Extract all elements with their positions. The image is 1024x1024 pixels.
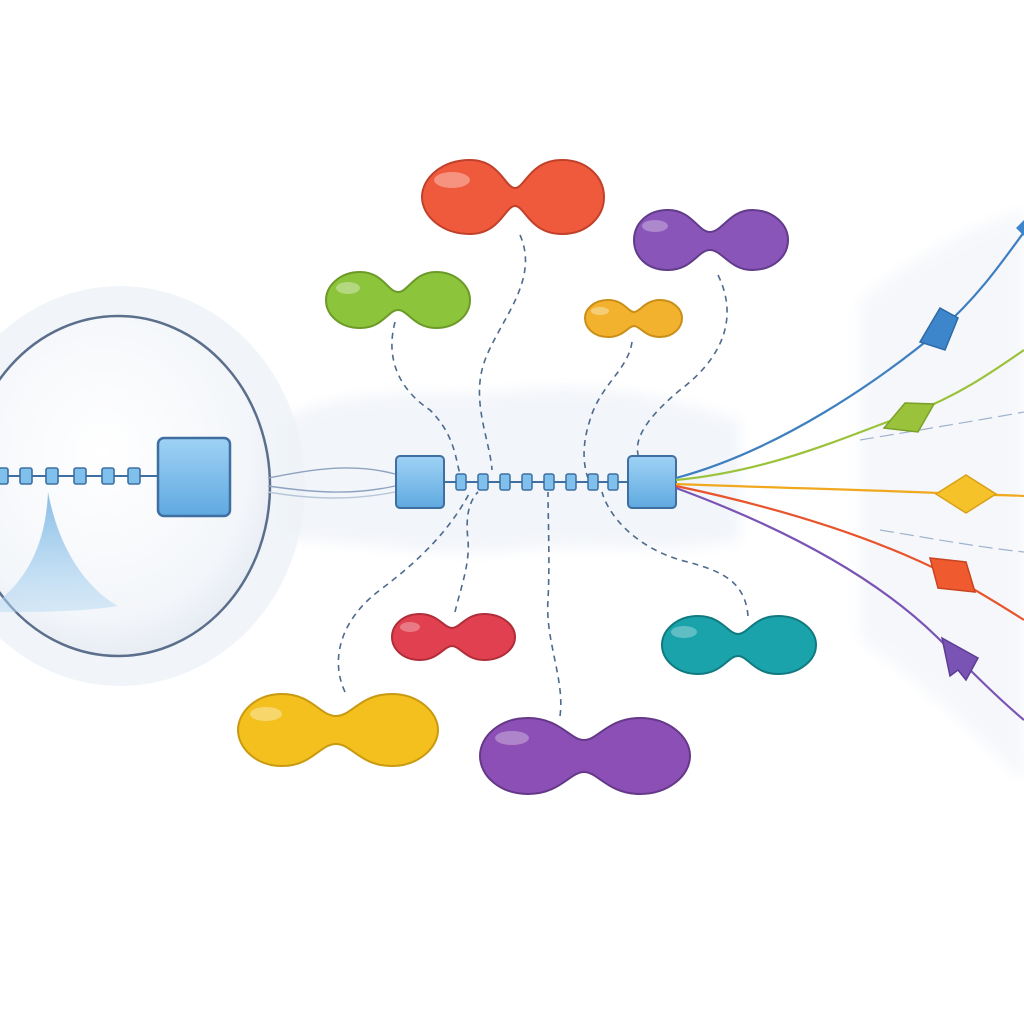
free-node-orange: [583, 298, 684, 339]
output-branch-orange: [675, 482, 1024, 498]
free-node-teal: [660, 614, 818, 676]
chain-link: [73, 467, 87, 485]
free-nodes: [236, 158, 818, 796]
chain-link: [587, 473, 599, 491]
free-node-purple: [632, 208, 790, 272]
free-node-pink: [390, 612, 517, 662]
chain-link: [543, 473, 555, 491]
cone-shape: [0, 492, 118, 612]
chain-link: [607, 473, 619, 491]
chain-link: [45, 467, 59, 485]
chain-end-node: [627, 455, 677, 509]
chain-link: [101, 467, 115, 485]
chain-link: [127, 467, 141, 485]
chain-link: [19, 467, 33, 485]
output-branch-blue: [675, 231, 1024, 480]
free-node-yellow: [236, 692, 440, 768]
chain-start-node: [395, 455, 445, 509]
output-branch-purple: [675, 486, 1024, 721]
free-node-red: [420, 158, 606, 236]
diamond-marker-blue: [918, 306, 959, 351]
chain-link: [565, 473, 577, 491]
chain-link: [521, 473, 533, 491]
dashed-flow-lines: [337, 234, 749, 717]
output-markers: [882, 220, 1024, 682]
cell-block-node: [156, 436, 232, 518]
output-branch-red: [675, 484, 1024, 621]
arrow-marker-purple: [940, 636, 980, 682]
cell-to-chain-connector: [267, 467, 396, 499]
free-node-violet: [478, 716, 692, 796]
free-node-green: [324, 270, 472, 330]
cell-chain: [0, 436, 232, 518]
diamond-marker-orange: [934, 474, 998, 514]
chain-link: [499, 473, 511, 491]
arrow-tip-top: [1016, 220, 1024, 236]
chain-link: [455, 473, 467, 491]
diamond-marker-red: [928, 557, 977, 593]
cell-body: [0, 286, 305, 686]
central-chain: [395, 455, 677, 509]
chain-link: [0, 467, 9, 485]
diamond-marker-green: [882, 402, 936, 433]
chain-link: [477, 473, 489, 491]
